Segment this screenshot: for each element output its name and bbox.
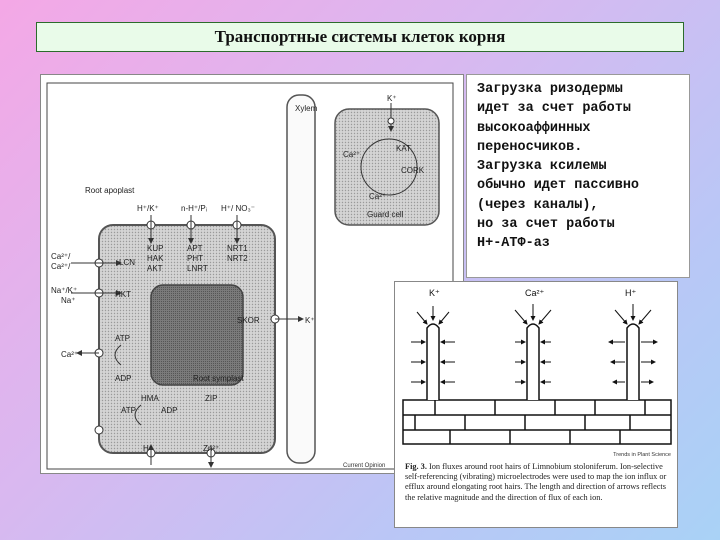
label-h-bottom: H⁺ — [143, 444, 153, 453]
root-hairs — [426, 323, 640, 400]
label-kat: KAT — [396, 144, 411, 153]
label-ca-left: Ca²⁺ — [343, 150, 360, 159]
diagram-frame — [46, 82, 454, 470]
vacuole — [150, 284, 244, 386]
label-skor: SKOR — [237, 316, 260, 325]
label-nh-pi: n-H⁺/Pᵢ — [181, 204, 207, 213]
text-line-8: но за счет работы — [477, 217, 615, 233]
label-root-apoplast: Root apoplast — [85, 186, 135, 195]
caption-body: Ion fluxes around root hairs of Limnobiu… — [405, 462, 667, 502]
root-hair-svg: K⁺ Ca²⁺ H⁺ — [402, 288, 672, 458]
label-hak: HAK — [147, 254, 164, 263]
label-pht: PHT — [187, 254, 203, 263]
label-akt: AKT — [147, 264, 163, 273]
text-line-9: Н+-АТФ-аз — [477, 236, 550, 252]
slide-title: Транспортные системы клеток корня — [36, 22, 684, 52]
journal-credit: Trends in Plant Science — [613, 452, 671, 458]
text-line-6: обычно идет пассивно — [477, 178, 640, 194]
label-credit: Current Opinion — [343, 463, 385, 469]
ion-ca-label: Ca²⁺ — [525, 288, 545, 298]
ion-k-label: K⁺ — [429, 288, 440, 298]
epidermis-cells — [402, 399, 672, 445]
label-nrt1: NRT1 — [227, 244, 248, 253]
label-zn-bottom: Zn²⁺ — [203, 444, 219, 453]
label-atp-1: ATP — [115, 334, 130, 343]
text-line-2: идет за счет работы — [477, 101, 631, 117]
text-line-1: Загрузка ризодермы — [477, 82, 623, 97]
label-hkt: HKT — [115, 290, 131, 299]
figure-caption: Fig. 3. Ion fluxes around root hairs of … — [405, 462, 671, 503]
label-ca-k-1: Ca²⁺/ — [51, 252, 71, 261]
label-apt: APT — [187, 244, 203, 253]
label-zip: ZIP — [205, 394, 217, 403]
label-h-no3: H⁺/ NO₃⁻ — [221, 204, 255, 213]
guard-cell — [334, 108, 440, 226]
label-lnrt: LNRT — [187, 264, 208, 273]
ion-h-label: H⁺ — [625, 288, 636, 298]
label-ca-bottom: Ca²⁺ — [369, 192, 386, 201]
root-hair-flux-figure: K⁺ Ca²⁺ H⁺ — [394, 281, 678, 528]
label-adp-1: ADP — [115, 374, 131, 383]
label-guard-cell: Guard cell — [367, 210, 404, 219]
text-line-5: Загрузка ксилемы — [477, 159, 607, 175]
label-hma: HMA — [141, 394, 159, 403]
label-root-symplast: Root symplast — [193, 374, 244, 383]
label-lcn: LCN — [119, 258, 135, 267]
guard-cell-cycle — [360, 138, 418, 196]
label-kup: KUP — [147, 244, 163, 253]
flux-arrows — [411, 304, 658, 385]
label-cork: CORK — [401, 166, 425, 175]
label-na-k: Na⁺/K⁺ — [51, 286, 77, 295]
label-xylem: Xylem — [295, 104, 318, 113]
text-line-3: высокоаффинных — [477, 120, 591, 136]
label-ca-mid: Ca²⁺ — [61, 350, 78, 359]
root-transport-diagram: Xylem K⁺ KAT Ca²⁺ CORK Ca²⁺ Guard cell R… — [40, 74, 464, 474]
label-ca-k-2: Ca²⁺/ — [51, 262, 71, 271]
label-adp-2: ADP — [161, 406, 177, 415]
label-na: Na⁺ — [61, 296, 75, 305]
transport-diagram-svg: Xylem K⁺ KAT Ca²⁺ CORK Ca²⁺ Guard cell R… — [46, 82, 454, 470]
label-k-top: K⁺ — [387, 94, 397, 103]
label-k-right: K⁺ — [305, 316, 315, 325]
label-h-k: H⁺/K⁺ — [137, 204, 159, 213]
xylem-vessel — [286, 94, 316, 464]
text-line-7: (через каналы), — [477, 197, 599, 213]
label-atp-2: ATP — [121, 406, 136, 415]
text-line-4: переносчиков. — [477, 139, 583, 155]
explanation-text: Загрузка ризодермы идет за счет работы в… — [466, 74, 690, 278]
caption-figure-number: Fig. 3. — [405, 462, 427, 471]
label-nrt2: NRT2 — [227, 254, 248, 263]
